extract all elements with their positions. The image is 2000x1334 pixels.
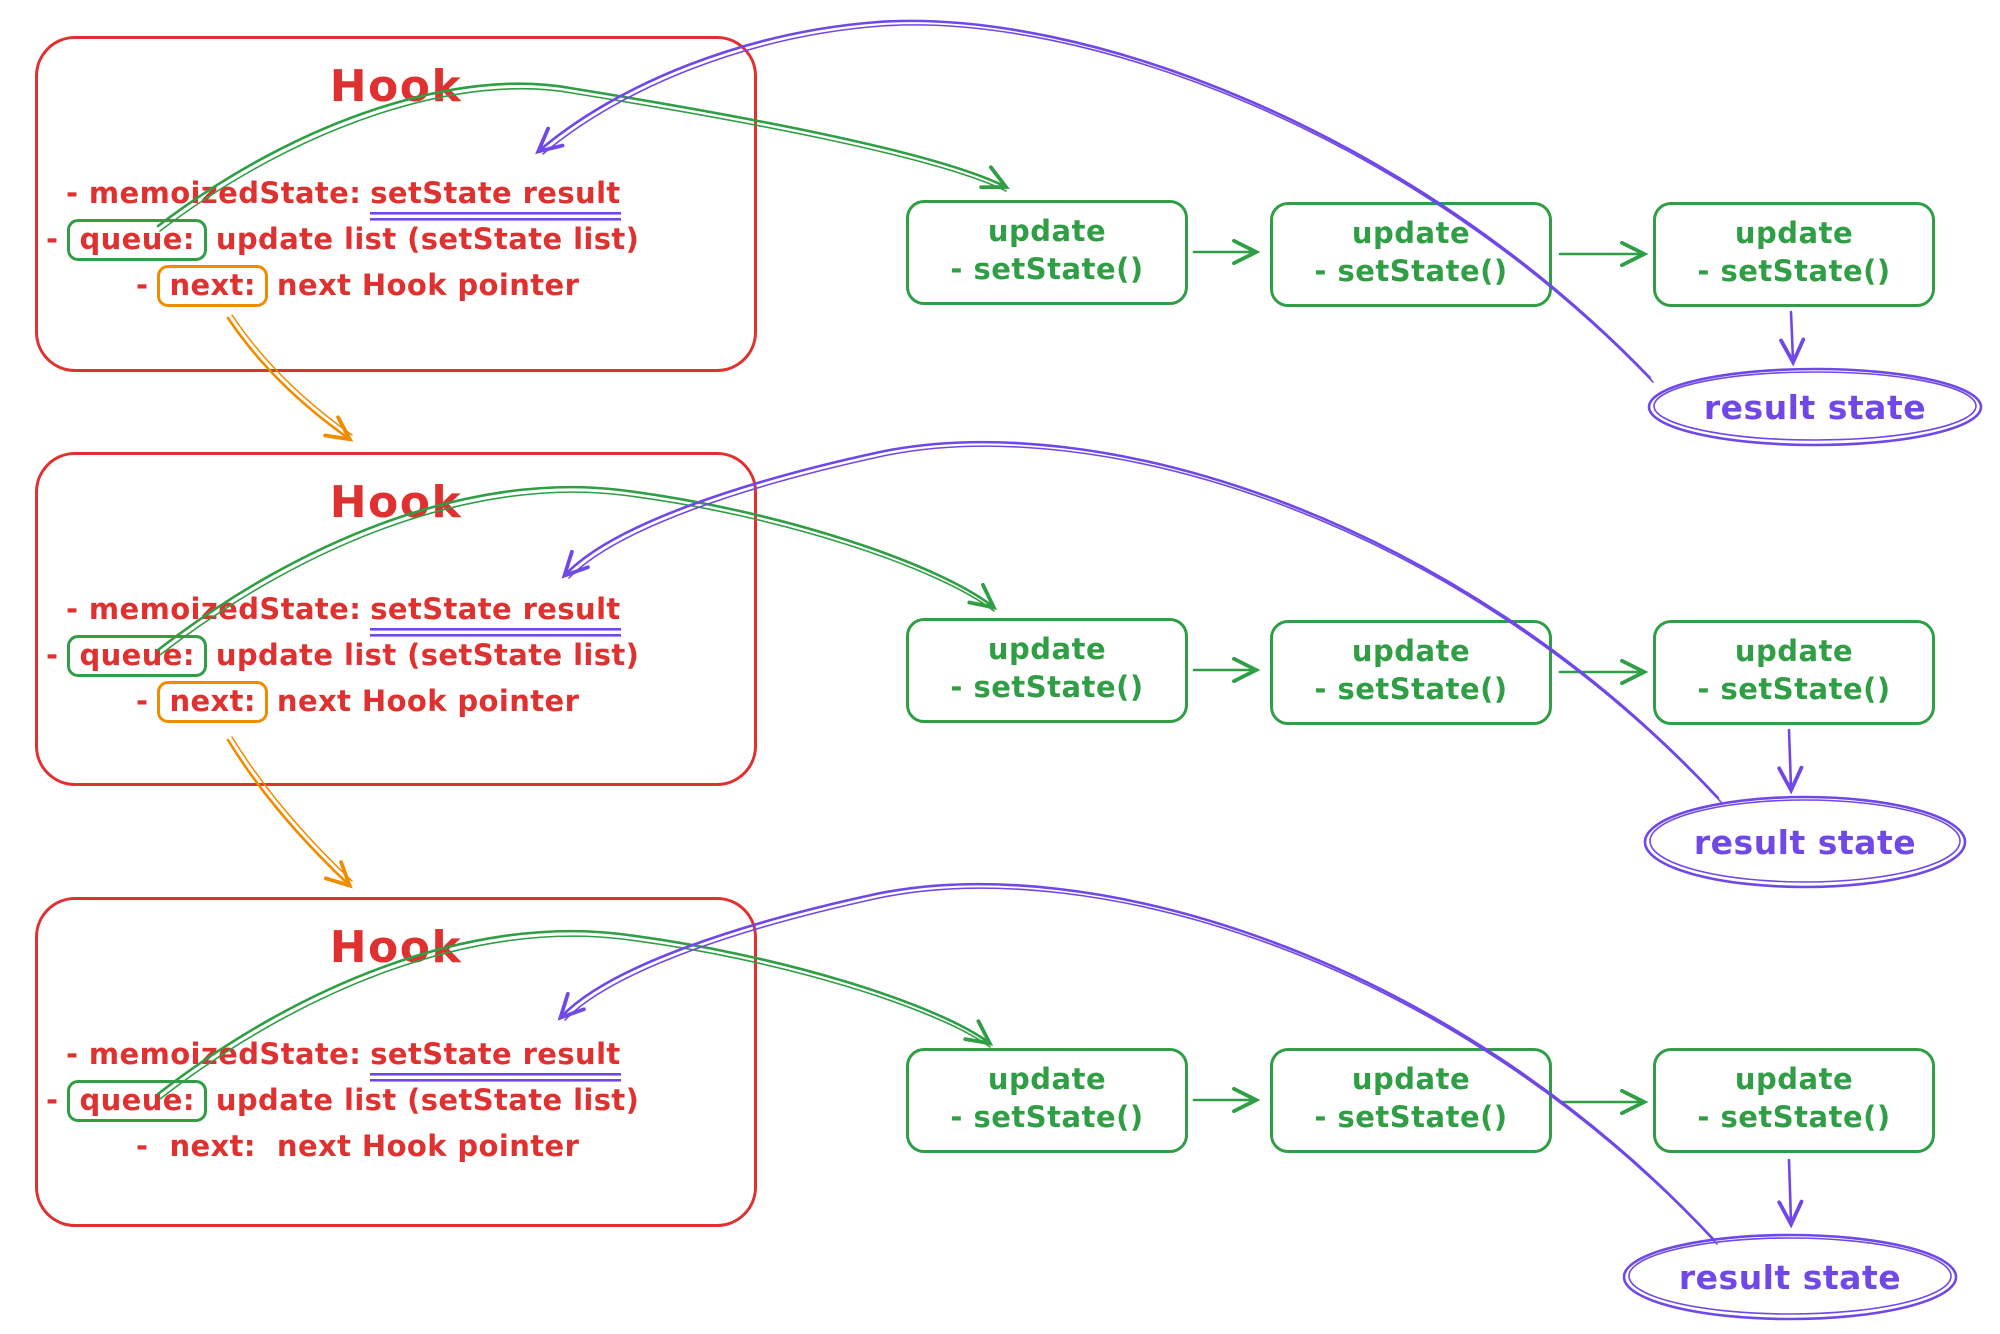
update-title: update <box>1734 634 1854 668</box>
queue-rest: update list (setState list) <box>215 1083 640 1117</box>
update-title: update <box>987 1062 1107 1096</box>
hook-title: Hook <box>329 922 463 973</box>
hook-box: Hook - memoizedState:setState result -qu… <box>35 36 757 372</box>
update-title: update <box>1351 634 1471 668</box>
queue-key: queue: <box>67 635 207 677</box>
update-box: update - setState() <box>1653 620 1935 725</box>
update-to-result-arrow <box>1777 728 1804 795</box>
memoizedstate-label: - memoizedState: <box>66 592 362 626</box>
update-item: - setState() <box>950 252 1144 286</box>
next-line: -next:next Hook pointer <box>136 681 588 723</box>
update-item: - setState() <box>1314 254 1508 288</box>
update-to-result-arrow <box>1777 1158 1804 1229</box>
queue-rest: update list (setState list) <box>215 222 640 256</box>
update-item: - setState() <box>1314 1100 1508 1134</box>
update-item: - setState() <box>1697 254 1891 288</box>
queue-line: -queue:update list (setState list) <box>46 219 648 261</box>
update-item: - setState() <box>1697 672 1891 706</box>
update-to-result-arrow <box>1779 310 1806 367</box>
memoizedstate-value: setState result <box>370 176 621 221</box>
dash: - <box>136 684 149 718</box>
update-item: - setState() <box>1697 1100 1891 1134</box>
update-title: update <box>1734 216 1854 250</box>
update-box: update - setState() <box>906 200 1188 305</box>
update-title: update <box>1351 216 1471 250</box>
update-item: - setState() <box>950 1100 1144 1134</box>
update-box: update - setState() <box>1270 1048 1552 1153</box>
memoizedstate-line: - memoizedState:setState result <box>66 589 630 629</box>
memoizedstate-value: setState result <box>370 592 621 637</box>
dash: - <box>46 222 59 256</box>
result-state-label: result state <box>1693 823 1917 862</box>
queue-key: queue: <box>67 1080 207 1122</box>
update-box: update - setState() <box>906 1048 1188 1153</box>
queue-key: queue: <box>67 219 207 261</box>
hook-title: Hook <box>329 477 463 528</box>
dash: - <box>136 1129 149 1163</box>
dash: - <box>136 268 149 302</box>
next-key: next: <box>157 681 268 723</box>
update-box: update - setState() <box>1270 620 1552 725</box>
memoizedstate-label: - memoizedState: <box>66 1037 362 1071</box>
update-title: update <box>1734 1062 1854 1096</box>
hook-box: Hook - memoizedState:setState result -qu… <box>35 452 757 786</box>
dash: - <box>46 638 59 672</box>
update-box: update - setState() <box>1653 202 1935 307</box>
update-box: update - setState() <box>1270 202 1552 307</box>
next-rest: next Hook pointer <box>276 1129 580 1163</box>
queue-line: -queue:update list (setState list) <box>46 1080 648 1122</box>
dash: - <box>46 1083 59 1117</box>
next-line: -next:next Hook pointer <box>136 265 588 307</box>
next-key: next: <box>157 265 268 307</box>
queue-line: -queue:update list (setState list) <box>46 635 648 677</box>
update-item: - setState() <box>950 670 1144 704</box>
update-title: update <box>987 214 1107 248</box>
hook-box: Hook - memoizedState:setState result -qu… <box>35 897 757 1227</box>
update-box: update - setState() <box>1653 1048 1935 1153</box>
update-box: update - setState() <box>906 618 1188 723</box>
update-title: update <box>987 632 1107 666</box>
update-title: update <box>1351 1062 1471 1096</box>
memoizedstate-line: - memoizedState:setState result <box>66 1034 630 1074</box>
hook-title: Hook <box>329 61 463 112</box>
next-rest: next Hook pointer <box>276 684 580 718</box>
result-state-label: result state <box>1678 1258 1902 1297</box>
memoizedstate-line: - memoizedState:setState result <box>66 173 630 213</box>
next-rest: next Hook pointer <box>276 268 580 302</box>
memoizedstate-value: setState result <box>370 1037 621 1082</box>
queue-rest: update list (setState list) <box>215 638 640 672</box>
memoizedstate-label: - memoizedState: <box>66 176 362 210</box>
next-key: next: <box>169 1129 256 1163</box>
update-item: - setState() <box>1314 672 1508 706</box>
result-state-label: result state <box>1703 388 1927 427</box>
next-line: -next: next Hook pointer <box>136 1126 588 1166</box>
